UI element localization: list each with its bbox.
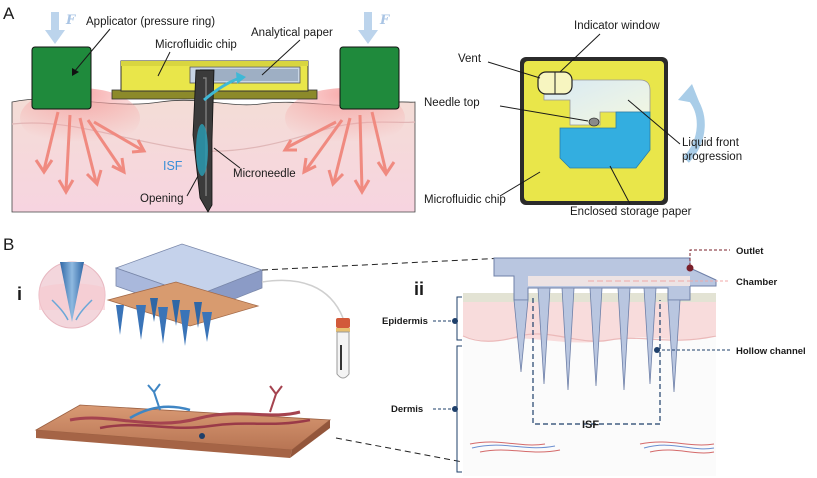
- hollow-needle-1: [513, 299, 529, 373]
- panel-a-label: A: [3, 4, 15, 23]
- label-isf-a: ISF: [163, 159, 183, 173]
- force-label-right: F: [379, 13, 390, 28]
- stratum-layer: [463, 293, 716, 302]
- cross-section-detail: [462, 257, 717, 476]
- zoom-line-top: [261, 257, 506, 271]
- pointer-needle-top: [499, 105, 589, 122]
- label-vent: Vent: [458, 53, 482, 65]
- hollow-needle-4: [589, 287, 603, 387]
- pointer-opening: [186, 175, 199, 197]
- analytical-paper-stain: [200, 69, 298, 81]
- skin-slab: [34, 383, 332, 458]
- pointer-chip-top-view: [499, 171, 541, 197]
- label-applicator: Applicator (pressure ring): [86, 16, 215, 28]
- pointer-microneedle: [213, 147, 241, 169]
- epidermis-boundary: [462, 333, 717, 342]
- pressure-arrows-left: [34, 111, 147, 195]
- liquid-front-arrowhead: [678, 84, 700, 104]
- applicator-left: [31, 46, 92, 110]
- panel-b-sub-ii: ii: [414, 279, 424, 299]
- label-isf-b: ISF: [582, 419, 599, 431]
- hollow-needle-2: [537, 287, 551, 385]
- hollow-needle-6: [643, 287, 657, 385]
- pointer-liquid-front: [627, 99, 681, 145]
- pointer-applicator-head: [72, 68, 79, 76]
- label-liquid-front-1: Liquid front: [682, 137, 740, 149]
- force-arrow-right: [358, 12, 378, 44]
- enclosed-storage-paper: [559, 111, 651, 169]
- label-chamber: Chamber: [736, 277, 777, 288]
- force-arrow-left: [45, 12, 65, 44]
- collection-tube: [261, 279, 350, 379]
- capillaries-left-blue: [471, 444, 556, 449]
- hollow-needle-5: [617, 287, 631, 391]
- pointer-storage-paper: [609, 165, 631, 205]
- outlet-dot: [686, 264, 694, 272]
- panel-b-sub-i: i: [17, 284, 22, 304]
- capillaries-right-blue: [643, 444, 715, 450]
- pressure-arrows-right: [282, 111, 396, 195]
- chip-top-edge: [121, 61, 308, 66]
- force-label-left: F: [65, 13, 76, 28]
- pointer-indicator-window: [559, 33, 601, 73]
- label-chip-top-view: Microfluidic chip: [424, 194, 506, 206]
- pointer-vent: [487, 61, 541, 79]
- label-microfluidic-chip: Microfluidic chip: [155, 39, 237, 51]
- magnified-needle-circle: [38, 261, 106, 329]
- hollow-channel-dot: [654, 347, 660, 353]
- needle-top-dot: [588, 117, 600, 127]
- label-epidermis: Epidermis: [382, 316, 428, 327]
- isf-flow-arrowhead: [236, 72, 246, 84]
- panel-b-label: B: [3, 235, 14, 254]
- isf-dashed-path: [532, 298, 661, 425]
- epidermis-bracket: [456, 296, 462, 341]
- capillaries-right: [639, 441, 715, 454]
- pointer-applicator: [73, 28, 111, 73]
- label-outlet: Outlet: [736, 246, 764, 257]
- capillaries-left: [469, 441, 561, 453]
- label-dermis: Dermis: [391, 404, 423, 415]
- dermis-dot: [452, 406, 458, 412]
- hollow-needle-7: [667, 299, 681, 393]
- label-opening: Opening: [140, 193, 183, 205]
- hollow-needle-3: [561, 287, 575, 391]
- label-storage-paper: Enclosed storage paper: [570, 206, 692, 218]
- outlet-leader: [689, 249, 730, 266]
- label-hollow-channel: Hollow channel: [736, 346, 806, 357]
- pointer-analytical-paper: [261, 39, 301, 76]
- chip-top-view: [520, 57, 668, 205]
- epidermis-dot: [452, 318, 458, 324]
- label-analytical-paper: Analytical paper: [251, 27, 333, 39]
- label-indicator-window: Indicator window: [574, 20, 660, 32]
- label-needle-top: Needle top: [424, 97, 480, 109]
- applicator-right: [339, 46, 400, 110]
- label-microneedle: Microneedle: [233, 168, 296, 180]
- pointer-microfluidic-chip: [157, 51, 171, 77]
- label-liquid-front-2: progression: [682, 151, 742, 163]
- microneedle-patch: [106, 243, 264, 346]
- needle-opening: [196, 124, 208, 176]
